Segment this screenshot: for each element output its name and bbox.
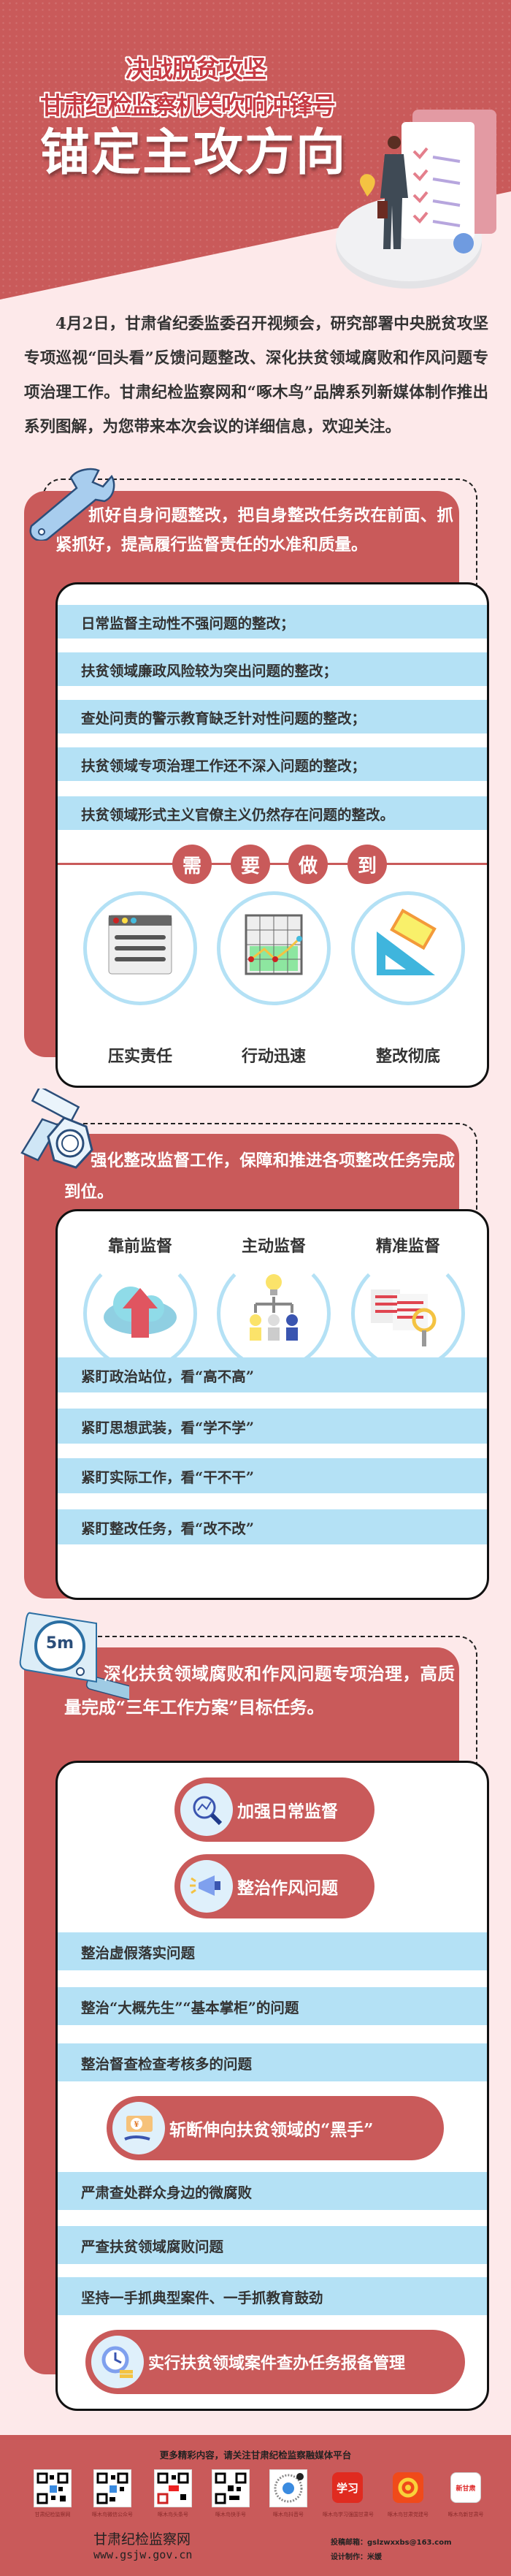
list-item: 严肃查处群众身边的微腐败	[58, 2172, 487, 2210]
pill-daily-supervision: 加强日常监督	[174, 1777, 374, 1842]
designer-label: 设计制作：	[331, 2553, 367, 2561]
list-item: 紧盯实际工作，看“干不干”	[58, 1458, 487, 1493]
pill-label: 实行扶贫领域案件查办任务报备管理	[148, 2354, 406, 2373]
section2-headline: 强化整改监督工作，保障和推进各项整改任务完成到位。	[64, 1151, 455, 1202]
businessman-checklist-illustration	[336, 110, 496, 289]
section1-headline: 抓好自身问题整改，把自身整改任务改在前面、抓紧抓好，提高履行监督责任的水准和质量…	[55, 506, 453, 555]
title-line3: 锚定主攻方向	[40, 124, 347, 182]
pill-style-rectification: 整治作风问题	[174, 1854, 374, 1918]
qr-code-kuaishou[interactable]	[212, 2469, 250, 2507]
pill-label: 加强日常监督	[237, 1802, 338, 1821]
bolt-nut-icon	[20, 1089, 93, 1169]
megaphone-icon	[180, 1860, 233, 1913]
pill-case-reporting: 实行扶贫领域案件查办任务报备管理	[85, 2330, 465, 2394]
section2-card: 靠前监督 主动监督 精准监督 紧盯政治站位，看“高不高” 紧盯思想武装，看“学不…	[55, 1209, 489, 1600]
section1-card: 日常监督主动性不强问题的整改； 扶贫领域廉政风险较为突出问题的整改； 查处问责的…	[55, 582, 489, 1088]
email-label: 投稿邮箱：	[331, 2539, 367, 2547]
goal-label: 压实责任	[107, 1047, 172, 1066]
document-magnifier-icon	[351, 1257, 465, 1371]
title-line1: 决战脱贫攻坚	[126, 55, 266, 83]
designer-name: 米媛	[367, 2553, 382, 2561]
list-item: 扶贫领域形式主义官僚主义仍然存在问题的整改。	[58, 796, 487, 830]
list-item: 紧盯思想武装，看“学不学”	[58, 1409, 487, 1444]
list-item: 扶贫领域专项治理工作还不深入问题的整改；	[58, 747, 487, 781]
pill-black-hand: ¥ 斩断伸向扶贫领域的“黑手”	[107, 2096, 444, 2160]
list-item: 严查扶贫领域腐败问题	[58, 2226, 487, 2264]
need-divider-line	[58, 863, 487, 865]
list-item: 扶贫领域廉政风险较为突出问题的整改；	[58, 652, 487, 686]
qr-code-wechat[interactable]	[93, 2469, 131, 2507]
column-label: 精准监督	[375, 1237, 440, 1256]
gansu-party-app-logo[interactable]	[393, 2472, 423, 2503]
need-char: 需	[172, 845, 212, 884]
site-name: 甘肃纪检监察网	[93, 2531, 191, 2548]
qr-code-douyin[interactable]	[269, 2469, 307, 2507]
list-item: 日常监督主动性不强问题的整改；	[58, 605, 487, 639]
site-url[interactable]: www.gsjw.gov.cn	[93, 2548, 193, 2561]
platform-label: 啄木鸟快手号	[215, 2512, 246, 2518]
column-label: 主动监督	[241, 1237, 306, 1256]
need-char: 做	[288, 845, 328, 884]
qr-code-website[interactable]	[34, 2469, 72, 2507]
list-item: 整治虚假落实问题	[58, 1932, 487, 1970]
lightbulb-team-icon	[217, 1257, 331, 1371]
email-line: 投稿邮箱：gslzwxxbs@163.com	[331, 2536, 452, 2547]
footer	[0, 2435, 511, 2576]
cloud-upload-icon	[83, 1257, 197, 1371]
magnifier-chart-icon	[180, 1783, 233, 1836]
intro-paragraph: 4月2日，甘肃省纪委监委召开视频会，研究部署中央脱贫攻坚专项巡视“回头看”反馈问…	[24, 315, 488, 436]
section3-card: 加强日常监督 整治作风问题 整治虚假落实问题 整治“大概先生”“基本掌柜”的问题…	[55, 1761, 489, 2411]
svg-text:¥: ¥	[134, 2121, 139, 2129]
line-chart-grid-icon	[217, 891, 331, 1005]
platform-label: 啄木鸟头条号	[158, 2512, 188, 2518]
follow-text: 更多精彩内容，请关注甘肃纪检监察融媒体平台	[159, 2450, 352, 2461]
title-line2: 甘肃纪检监察机关吹响冲锋号	[40, 91, 336, 120]
platform-label: 啄木鸟甘肃党建号	[388, 2512, 429, 2518]
list-item: 整治督查检查考核多的问题	[58, 2043, 487, 2081]
list-item: 紧盯整改任务，看“改不改”	[58, 1509, 487, 1544]
xuexi-app-logo[interactable]: 学习	[332, 2472, 363, 2503]
list-item: 查处问责的警示教育缺乏针对性问题的整改；	[58, 700, 487, 733]
designer-line: 设计制作：米媛	[331, 2550, 382, 2561]
section3-headline: 深化扶贫领域腐败和作风问题专项治理，高质量完成“三年工作方案”目标任务。	[64, 1664, 455, 1718]
pill-label: 斩断伸向扶贫领域的“黑手”	[169, 2120, 374, 2140]
column-label: 靠前监督	[107, 1237, 172, 1256]
clock-coins-icon	[91, 2336, 144, 2388]
tape-label: 5m	[46, 1634, 74, 1653]
platform-label: 啄木鸟新甘肃号	[447, 2512, 484, 2518]
tape-measure-icon: 5m	[19, 1612, 129, 1702]
list-item: 整治“大概先生”“基本掌柜”的问题	[58, 1987, 487, 2025]
browser-window-icon	[83, 891, 197, 1005]
xingansu-app-logo[interactable]: 新甘肃	[450, 2472, 481, 2503]
email-address[interactable]: gslzwxxbs@163.com	[367, 2539, 452, 2547]
list-item: 紧盯政治站位，看“高不高”	[58, 1357, 487, 1392]
platform-label: 甘肃纪检监察网	[34, 2512, 71, 2518]
wrench-icon	[29, 468, 115, 541]
list-item: 坚持一手抓典型案件、一手抓教育鼓劲	[58, 2277, 487, 2315]
platform-label: 啄木鸟学习强国甘肃号	[323, 2512, 374, 2518]
money-hand-icon: ¥	[112, 2102, 165, 2154]
platform-label: 啄木鸟微信公众号	[92, 2512, 133, 2518]
goal-label: 整改彻底	[375, 1047, 440, 1066]
pill-label: 整治作风问题	[237, 1878, 338, 1898]
qr-code-toutiao[interactable]	[154, 2469, 192, 2507]
ruler-eraser-icon	[351, 891, 465, 1005]
goal-label: 行动迅速	[241, 1047, 306, 1066]
need-char: 要	[231, 845, 270, 884]
need-char: 到	[347, 845, 387, 884]
platform-label: 啄木鸟抖音号	[273, 2512, 304, 2518]
